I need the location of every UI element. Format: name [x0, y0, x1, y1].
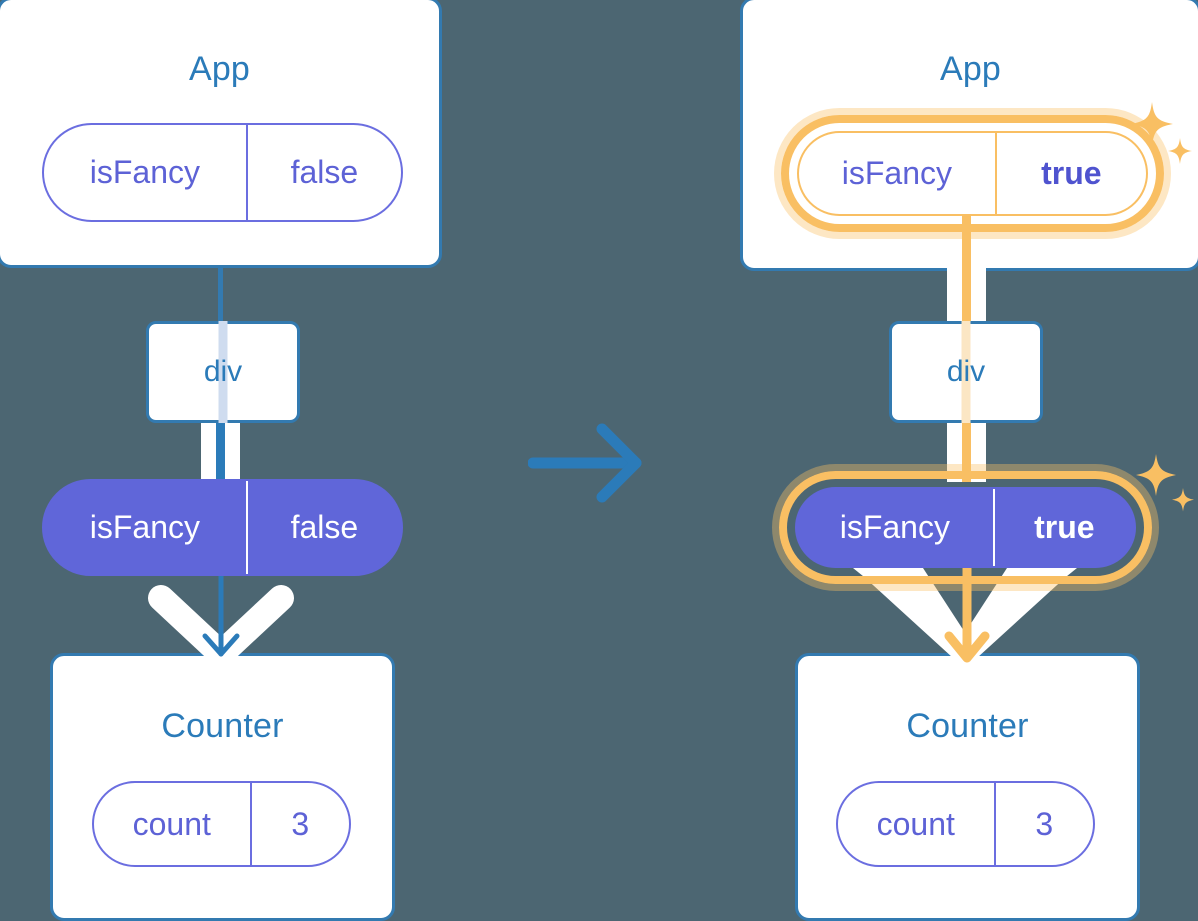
right-prop-sparkle-icon	[1136, 454, 1194, 512]
right-connector-app-to-div	[947, 214, 986, 326]
left-div-label: div	[203, 355, 243, 388]
right-app-pill: isFancy true	[797, 131, 1148, 216]
left-app-pill-key: isFancy	[44, 125, 248, 220]
left-connector-app-to-div	[218, 262, 223, 324]
left-prop-pill-value: false	[290, 509, 359, 545]
left-app-pill: isFancy false	[42, 123, 403, 222]
right-app-pill-value: true	[1041, 155, 1102, 191]
left-app-pill-value: false	[290, 154, 359, 190]
left-props-arrow-core	[202, 566, 240, 657]
right-props-arrow-core	[944, 566, 990, 663]
right-div-node: div	[889, 321, 1043, 423]
right-counter-pill-key: count	[838, 783, 996, 865]
right-counter-pill: count 3	[836, 781, 1095, 867]
transition-arrow-icon	[528, 423, 642, 503]
right-app-title: App	[939, 50, 1002, 88]
left-counter-pill: count 3	[92, 781, 351, 867]
right-counter-title: Counter	[906, 707, 1029, 745]
left-prop-pill: isFancy false	[42, 479, 403, 576]
left-counter-pill-key: count	[94, 783, 252, 865]
right-prop-pill-key: isFancy	[797, 489, 995, 566]
right-counter-pill-value: 3	[1035, 805, 1054, 842]
left-div-passthrough-line	[218, 321, 228, 423]
left-counter-pill-value: 3	[291, 805, 310, 842]
right-div-passthrough-line	[961, 321, 971, 423]
right-prop-pill: isFancy true	[795, 487, 1136, 568]
right-div-label: div	[946, 355, 986, 388]
left-app-title: App	[188, 50, 251, 88]
left-counter-title: Counter	[161, 707, 284, 745]
left-prop-pill-key: isFancy	[44, 481, 248, 574]
right-prop-pill-value: true	[1034, 509, 1095, 545]
right-app-pill-key: isFancy	[799, 133, 997, 214]
left-div-node: div	[146, 321, 300, 423]
left-connector-div-to-pill	[201, 420, 240, 482]
right-connector-div-to-pill	[947, 420, 986, 482]
